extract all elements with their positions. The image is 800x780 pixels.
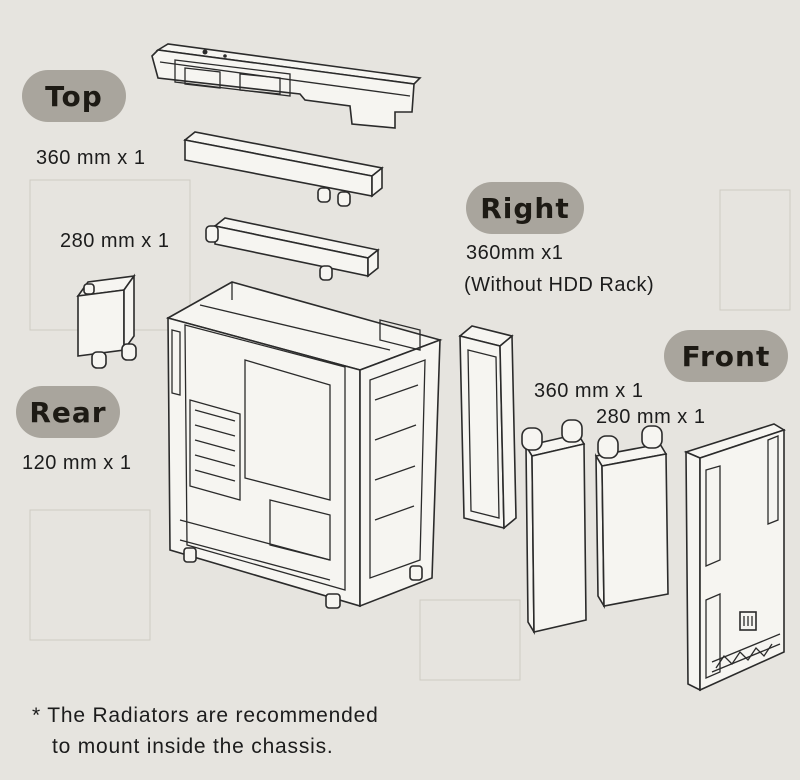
label-right: Right [466, 182, 584, 234]
spec-front-360: 360 mm x 1 [534, 380, 644, 402]
footnote-line-1: * The Radiators are recommended [32, 704, 379, 727]
spec-right-360: 360mm x1 [466, 242, 564, 264]
label-top: Top [22, 70, 126, 122]
label-rear: Rear [16, 386, 120, 438]
spec-top-280: 280 mm x 1 [60, 230, 170, 252]
radiator-120-icon [76, 273, 137, 369]
footnote-line-2: to mount inside the chassis. [52, 735, 334, 758]
front-radiator-280-icon [594, 425, 669, 609]
label-front: Front [664, 330, 788, 382]
footnote: * The Radiators are recommended to mount… [32, 700, 379, 762]
spec-top-360: 360 mm x 1 [36, 147, 146, 169]
chassis-icon [165, 281, 443, 609]
spec-rear-120: 120 mm x 1 [22, 452, 132, 474]
spec-front-280: 280 mm x 1 [596, 406, 706, 428]
top-panel-icon [151, 43, 422, 129]
radiator-280-icon [205, 217, 380, 281]
right-radiator-icon [458, 325, 517, 530]
front-radiator-360-icon [521, 419, 587, 635]
radiator-360-icon [183, 131, 384, 207]
spec-right-note: (Without HDD Rack) [464, 274, 655, 296]
front-panel-icon [683, 423, 786, 692]
